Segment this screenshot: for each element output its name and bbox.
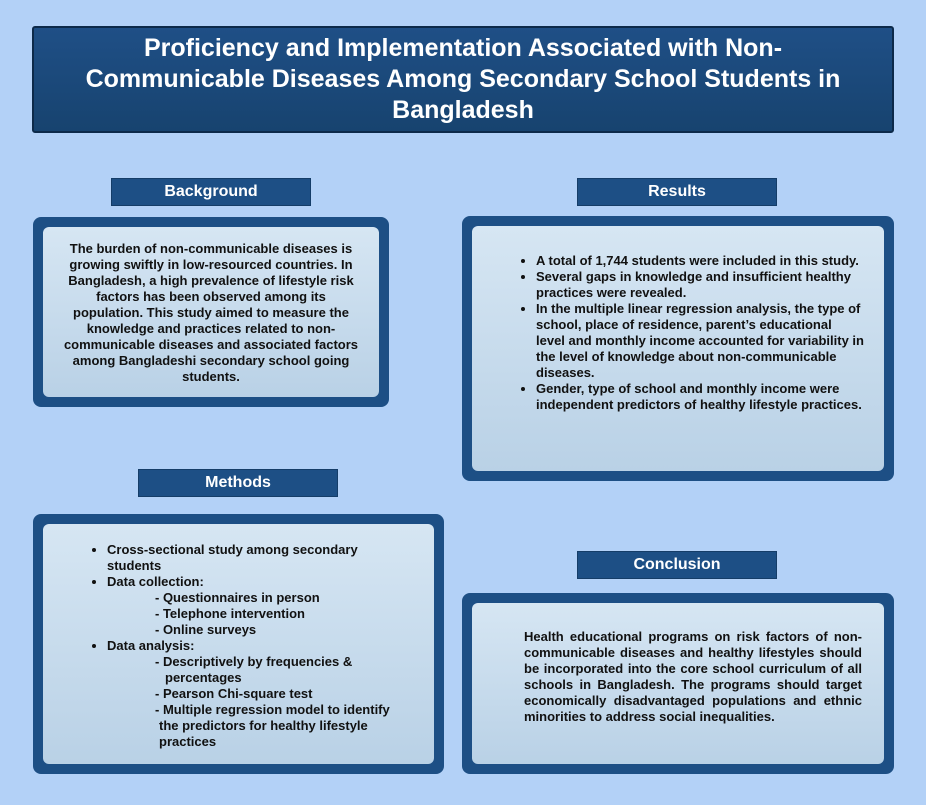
methods-item-text: Data collection: <box>107 574 204 589</box>
results-item: Gender, type of school and monthly incom… <box>536 381 864 413</box>
methods-item-text: Cross-sectional study among secondary st… <box>107 542 358 573</box>
results-item: Several gaps in knowledge and insufficie… <box>536 269 864 301</box>
methods-body: Cross-sectional study among secondary st… <box>43 524 434 764</box>
methods-label: Methods <box>138 469 338 497</box>
methods-subitem: practices <box>159 734 217 749</box>
results-body: A total of 1,744 students were included … <box>472 226 884 471</box>
methods-subitem: the predictors for healthy lifestyle <box>159 718 368 733</box>
results-list: A total of 1,744 students were included … <box>492 253 864 413</box>
conclusion-label: Conclusion <box>577 551 777 579</box>
results-label: Results <box>577 178 777 206</box>
methods-subitem: - Telephone intervention <box>155 606 305 621</box>
methods-subitem: percentages <box>165 670 242 685</box>
methods-item: Data analysis: - Descriptively by freque… <box>107 638 414 750</box>
conclusion-panel: Health educational programs on risk fact… <box>462 593 894 774</box>
background-panel: The burden of non-communicable diseases … <box>33 217 389 407</box>
results-item: A total of 1,744 students were included … <box>536 253 864 269</box>
background-label: Background <box>111 178 311 206</box>
methods-item: Data collection: - Questionnaires in per… <box>107 574 414 638</box>
poster-title: Proficiency and Implementation Associate… <box>85 34 841 124</box>
methods-item: Cross-sectional study among secondary st… <box>107 542 414 574</box>
methods-subitem: - Multiple regression model to identify <box>155 702 390 717</box>
methods-panel: Cross-sectional study among secondary st… <box>33 514 444 774</box>
methods-subitem: - Descriptively by frequencies & <box>155 654 353 669</box>
results-item: In the multiple linear regression analys… <box>536 301 864 381</box>
methods-list: Cross-sectional study among secondary st… <box>63 542 414 750</box>
methods-subitem: - Online surveys <box>155 622 257 637</box>
results-panel: A total of 1,744 students were included … <box>462 216 894 481</box>
background-text: The burden of non-communicable diseases … <box>43 227 379 397</box>
methods-subitem: - Questionnaires in person <box>155 590 320 605</box>
conclusion-text: Health educational programs on risk fact… <box>472 603 884 764</box>
methods-subitem: - Pearson Chi-square test <box>155 686 313 701</box>
methods-item-text: Data analysis: <box>107 638 195 653</box>
title-banner: Proficiency and Implementation Associate… <box>32 26 894 133</box>
